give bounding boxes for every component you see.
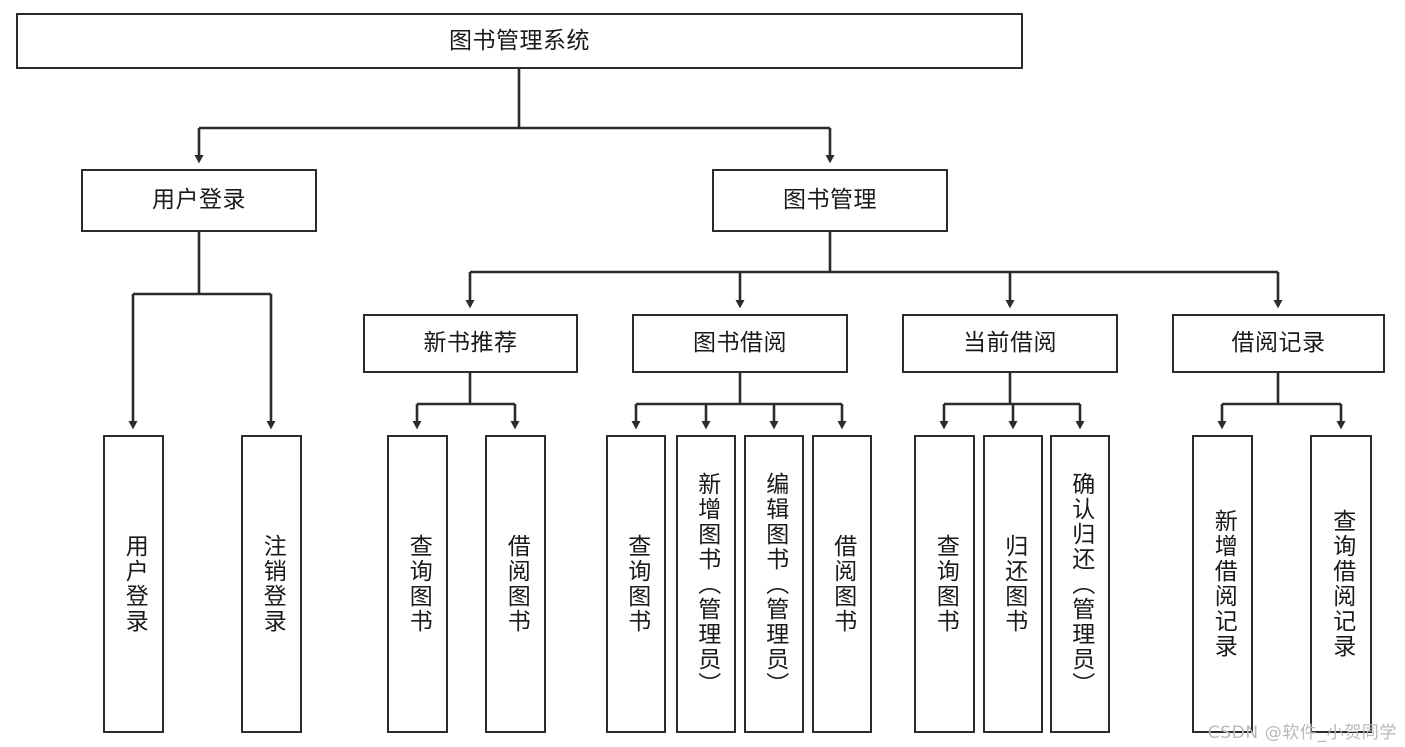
node-label: 编辑图书（管理员） [761, 471, 788, 697]
node-label: 借阅图书 [503, 534, 530, 634]
node-label: 查询图书 [405, 534, 432, 634]
node-user-login[interactable]: 用户登录 [81, 169, 317, 232]
node-label: 查询图书 [623, 534, 650, 634]
leaf-current-query-book[interactable]: 查询图书 [914, 435, 975, 733]
node-label: 图书管理 [783, 187, 877, 214]
leaf-record-add-record[interactable]: 新增借阅记录 [1192, 435, 1253, 733]
node-label: 归还图书 [1000, 534, 1027, 634]
node-label: 新书推荐 [423, 330, 518, 357]
node-label: 查询图书 [932, 534, 959, 634]
leaf-borrow-query-book[interactable]: 查询图书 [606, 435, 666, 733]
node-label: 当前借阅 [963, 330, 1057, 357]
node-current-borrow[interactable]: 当前借阅 [902, 314, 1118, 373]
leaf-recommend-query-book[interactable]: 查询图书 [387, 435, 448, 733]
node-root-system[interactable]: 图书管理系统 [16, 13, 1023, 69]
node-label: 确认归还（管理员） [1067, 471, 1094, 697]
leaf-borrow-edit-book-admin[interactable]: 编辑图书（管理员） [744, 435, 804, 733]
leaf-borrow-add-book-admin[interactable]: 新增图书（管理员） [676, 435, 736, 733]
node-label: 借阅图书 [829, 534, 856, 634]
leaf-current-return-book[interactable]: 归还图书 [983, 435, 1043, 733]
watermark: CSDN @软件_小贺同学 [1207, 723, 1397, 743]
node-book-management[interactable]: 图书管理 [712, 169, 948, 232]
node-borrow-record[interactable]: 借阅记录 [1172, 314, 1385, 373]
node-label: 注销登录 [259, 534, 286, 634]
leaf-record-query-record[interactable]: 查询借阅记录 [1310, 435, 1372, 733]
leaf-borrow-borrow-book[interactable]: 借阅图书 [812, 435, 872, 733]
leaf-current-confirm-return-admin[interactable]: 确认归还（管理员） [1050, 435, 1110, 733]
node-label: 用户登录 [121, 534, 148, 634]
node-label: 用户登录 [152, 187, 246, 214]
node-label: 新增借阅记录 [1210, 509, 1237, 659]
node-book-borrow[interactable]: 图书借阅 [632, 314, 848, 373]
leaf-user-login-signout[interactable]: 注销登录 [241, 435, 302, 733]
leaf-user-login-signin[interactable]: 用户登录 [103, 435, 164, 733]
node-label: 查询借阅记录 [1328, 509, 1355, 659]
node-label: 新增图书（管理员） [693, 471, 720, 697]
node-label: 图书借阅 [693, 330, 787, 357]
node-label: 借阅记录 [1231, 330, 1326, 357]
node-new-book-recommend[interactable]: 新书推荐 [363, 314, 578, 373]
node-label: 图书管理系统 [449, 27, 590, 54]
leaf-recommend-borrow-book[interactable]: 借阅图书 [485, 435, 546, 733]
